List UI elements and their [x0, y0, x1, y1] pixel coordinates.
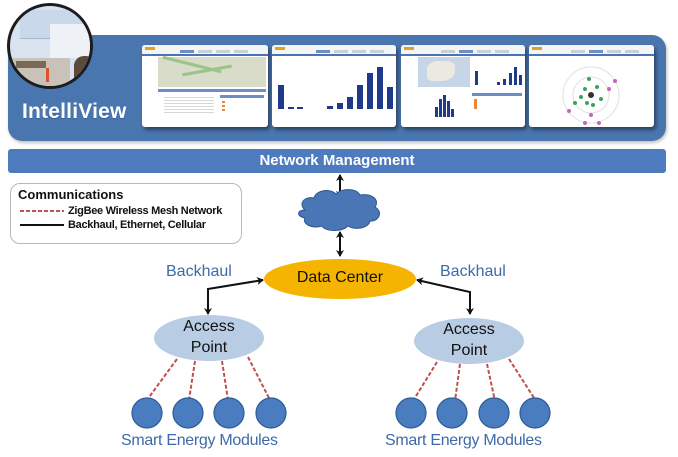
smart-energy-module: [255, 397, 287, 429]
smart-energy-module: [131, 397, 163, 429]
data-center-label: Data Center: [296, 269, 384, 286]
thumbnail-bars: [278, 67, 393, 109]
thumbnail-network-topology: [529, 45, 654, 127]
zigbee-link: [146, 358, 178, 401]
zigbee-link: [508, 358, 537, 402]
thumbnail-map-table: [142, 45, 268, 127]
smart-energy-module: [172, 397, 204, 429]
arrow-datacenter-left-ap: [204, 277, 264, 315]
intelliview-title: IntelliView: [22, 100, 127, 123]
smart-energy-modules-label-left: Smart Energy Modules: [121, 432, 278, 449]
smart-energy-module: [395, 397, 427, 429]
data-center-node: [264, 259, 416, 299]
access-point-right-node: [414, 318, 524, 364]
access-point-right-line1: Access: [443, 321, 495, 338]
network-management-bar: [8, 149, 666, 173]
thumbnail-bar-chart: [272, 45, 396, 127]
control-room-photo: [7, 3, 93, 89]
access-point-left-node: [154, 315, 264, 361]
backhaul-label-right: Backhaul: [440, 263, 506, 280]
backhaul-label-left: Backhaul: [166, 263, 232, 280]
legend-item-backhaul: Backhaul, Ethernet, Cellular: [68, 219, 206, 231]
thumbnail-topology-graph: [562, 66, 620, 125]
legend-item-zigbee: ZigBee Wireless Mesh Network: [68, 205, 223, 217]
access-point-left-line1: Access: [183, 318, 235, 335]
smart-energy-module: [436, 397, 468, 429]
access-point-left-line2: Point: [190, 339, 228, 356]
zigbee-link: [412, 361, 438, 402]
zigbee-link: [486, 363, 496, 402]
smart-energy-module: [519, 397, 551, 429]
zigbee-link: [188, 360, 196, 401]
communications-legend: [10, 183, 242, 244]
thumbnail-dashboard: [401, 45, 525, 127]
legend-title: Communications: [18, 187, 124, 202]
smart-energy-module: [213, 397, 245, 429]
thumbnail-dashboard-charts: [435, 67, 522, 117]
smart-energy-module: [478, 397, 510, 429]
access-point-right-line2: Point: [450, 342, 488, 359]
smart-energy-modules-label-right: Smart Energy Modules: [385, 432, 542, 449]
legend-line-samples: [20, 210, 64, 226]
zigbee-link: [454, 363, 461, 402]
zigbee-link: [221, 360, 229, 401]
cloud-icon: [298, 189, 380, 231]
arrow-datacenter-right-ap: [416, 277, 474, 315]
network-management-label: Network Management: [259, 152, 415, 169]
zigbee-link: [247, 356, 271, 401]
